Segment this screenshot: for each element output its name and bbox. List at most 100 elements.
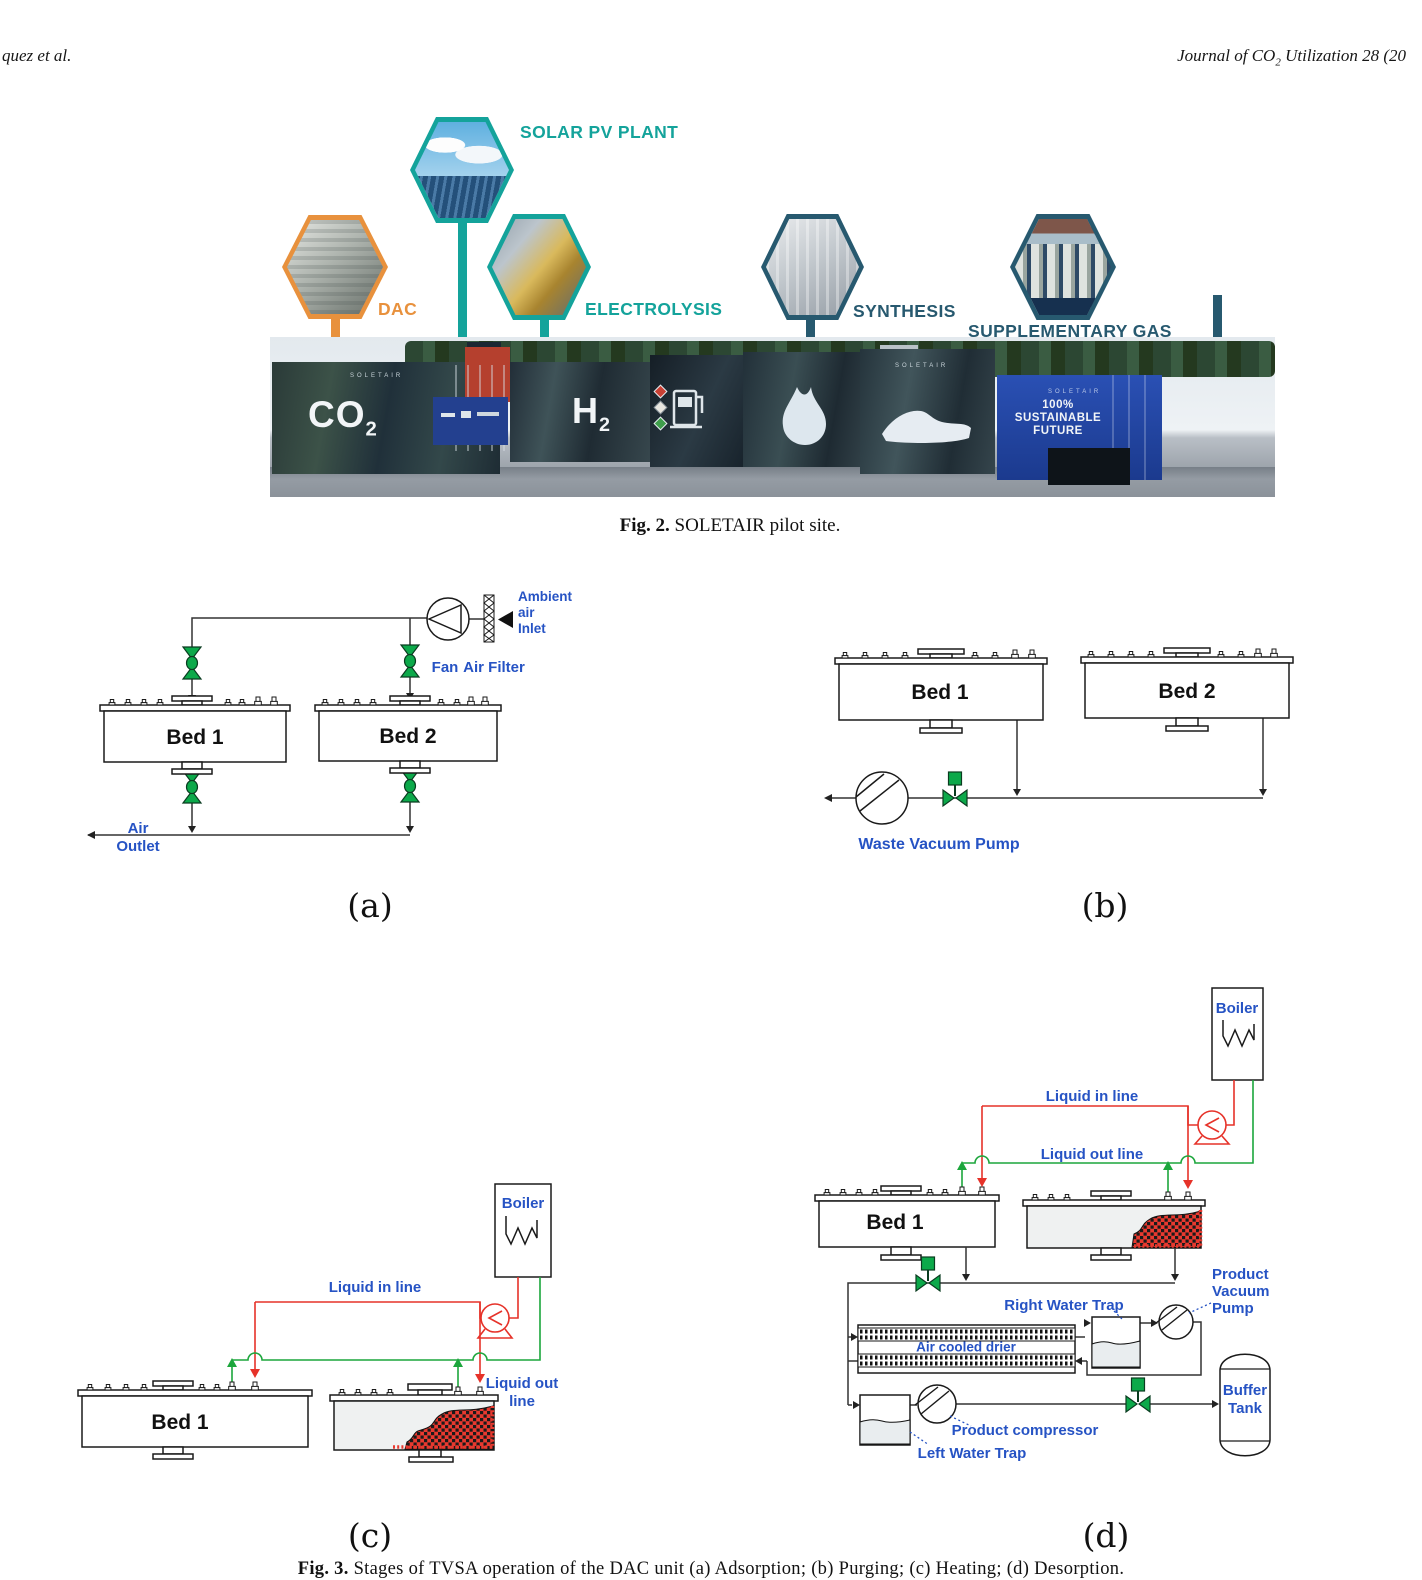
arrow <box>851 1333 858 1341</box>
banner-line-3: FUTURE <box>1033 425 1083 437</box>
waste-vacuum-pump-symbol <box>855 771 909 825</box>
air-pipes <box>88 617 484 836</box>
bed1-label: Bed 1 <box>166 726 224 749</box>
vacuum-pump-label-1: Product <box>1212 1266 1269 1283</box>
valve-symbol <box>942 771 968 807</box>
co2-sub: 2 <box>365 418 378 441</box>
red-machinery <box>465 347 510 402</box>
circulation-pump-symbol <box>1193 1110 1231 1145</box>
arrow <box>1151 1319 1158 1327</box>
arrow <box>1171 1274 1179 1281</box>
solar-hexagon <box>410 117 514 223</box>
buffer-label-1: Buffer <box>1223 1382 1267 1399</box>
banner-line-2: SUSTAINABLE <box>1014 412 1102 424</box>
fig3-caption-text: Stages of TVSA operation of the DAC unit… <box>348 1559 1125 1579</box>
running-head-journal: Journal of CO2 Utilization 28 (20 <box>1177 46 1406 68</box>
air-filter-label: Air Filter <box>463 659 525 676</box>
shoe-container <box>860 349 995 474</box>
valve-collection <box>915 1256 941 1292</box>
valve-top-bed1 <box>182 646 202 680</box>
arrow <box>1075 1357 1082 1365</box>
left-water-trap-symbol <box>859 1394 911 1446</box>
bed2-vessel: Bed 2 <box>314 695 502 774</box>
fig2-caption-text: SOLETAIR pilot site. <box>669 515 841 536</box>
solar-label: SOLAR PV PLANT <box>520 122 679 142</box>
synthesis-photo <box>766 219 859 315</box>
journal-name-sub: 2 <box>1275 56 1281 69</box>
sustainable-future-label: 100% SUSTAINABLE FUTURE <box>998 399 1118 438</box>
journal-name-suffix: Utilization 28 (20 <box>1280 46 1406 65</box>
valve-buffer <box>1125 1377 1151 1413</box>
arrow <box>853 1401 860 1409</box>
vacuum-pump-label-2: Vacuum <box>1212 1283 1270 1300</box>
arrow-outlet <box>87 831 95 839</box>
liquid-in-label: Liquid in line <box>329 1279 422 1296</box>
journal-name-prefix: Journal of CO <box>1177 46 1276 65</box>
electrolysis-label: ELECTROLYSIS <box>585 299 723 319</box>
arrow <box>1259 789 1267 796</box>
boiler-label: Boiler <box>502 1195 545 1212</box>
bed1-vessel: Bed 1 <box>77 1380 313 1460</box>
fan-symbol <box>426 597 470 641</box>
valve-bottom-bed1 <box>182 770 202 804</box>
leader-right-trap <box>1113 1310 1124 1321</box>
bed1-label: Bed 1 <box>151 1411 209 1434</box>
pilot-site-photo: CO2 H2 100% SUSTAINABLE FUTURE <box>270 337 1275 497</box>
ambient-line-1: Ambient <box>518 589 573 604</box>
fig2-caption: Fig. 2. SOLETAIR pilot site. <box>270 515 1190 537</box>
supplementary-hexagon <box>1010 214 1116 320</box>
circulation-pump-symbol <box>476 1303 514 1339</box>
co2-container: CO2 <box>272 362 500 474</box>
diagram-b-purging: Bed 1 Bed 2 Waste Vacuum Pump <box>824 647 1294 853</box>
boiler-symbol <box>1211 987 1264 1081</box>
partner-banner <box>433 397 508 445</box>
bed1-vessel: Bed 1 <box>834 648 1048 734</box>
h2-container: H2 <box>510 362 650 462</box>
ambient-line-3: Inlet <box>518 621 546 636</box>
inlet-triangle-icon <box>498 611 513 628</box>
arrow <box>824 794 832 802</box>
leader-left-trap <box>909 1431 930 1446</box>
diagram-d-desorption: Boiler Bed 1 <box>814 987 1271 1462</box>
diagram-a-adsorption: Bed 1 Bed 2 Fan Air Filter Ambient air I… <box>87 589 573 855</box>
caption-b: (b) <box>1081 886 1129 925</box>
diagram-c-heating: Boiler Bed 1 Liquid in line Liquid <box>77 1183 558 1463</box>
drier-label: Air cooled drier <box>916 1340 1017 1355</box>
co2-text: CO <box>308 394 366 435</box>
left-trap-label: Left Water Trap <box>918 1445 1027 1462</box>
running-head-authors: quez et al. <box>2 46 72 65</box>
arrow-green <box>227 1358 237 1367</box>
arrow-red <box>250 1369 260 1378</box>
vacuum-pump-label-3: Pump <box>1212 1300 1254 1317</box>
right-water-trap-symbol <box>1091 1316 1141 1369</box>
solar-stem <box>458 218 467 353</box>
heat-front <box>1131 1210 1202 1248</box>
caption-c: (c) <box>347 1516 393 1555</box>
arrow <box>188 826 196 833</box>
buffer-tank-symbol <box>1219 1353 1271 1457</box>
arrow <box>406 826 414 833</box>
arrow <box>1084 1319 1091 1327</box>
bed1-vessel: Bed 1 <box>99 695 291 775</box>
buffer-label-2: Tank <box>1228 1400 1263 1417</box>
product-pipes <box>847 1247 1212 1406</box>
soletair-brand-co2: SOLETAIR <box>350 373 403 379</box>
fig3-caption: Fig. 3. Stages of TVSA operation of the … <box>0 1559 1422 1580</box>
supplementary-photo <box>1015 219 1111 315</box>
fig3-caption-label: Fig. 3. <box>297 1559 349 1579</box>
liquid-out-label: Liquid out line <box>1041 1146 1143 1163</box>
arrow-red <box>1183 1180 1193 1189</box>
caption-d: (d) <box>1082 1516 1130 1555</box>
arrow <box>962 1274 970 1281</box>
soletair-brand-blue: SOLETAIR <box>1048 389 1101 395</box>
caption-a: (a) <box>347 886 393 925</box>
arrow-green <box>1163 1161 1173 1170</box>
synthesis-hexagon <box>761 214 864 320</box>
bed1-label: Bed 1 <box>911 681 969 704</box>
dac-hexagon <box>282 215 388 319</box>
valve-top-bed2 <box>400 644 420 678</box>
bed2-label: Bed 2 <box>1158 680 1215 703</box>
black-box <box>1048 448 1130 485</box>
valve-bottom-bed2 <box>400 769 420 803</box>
dac-label: DAC <box>378 299 418 319</box>
